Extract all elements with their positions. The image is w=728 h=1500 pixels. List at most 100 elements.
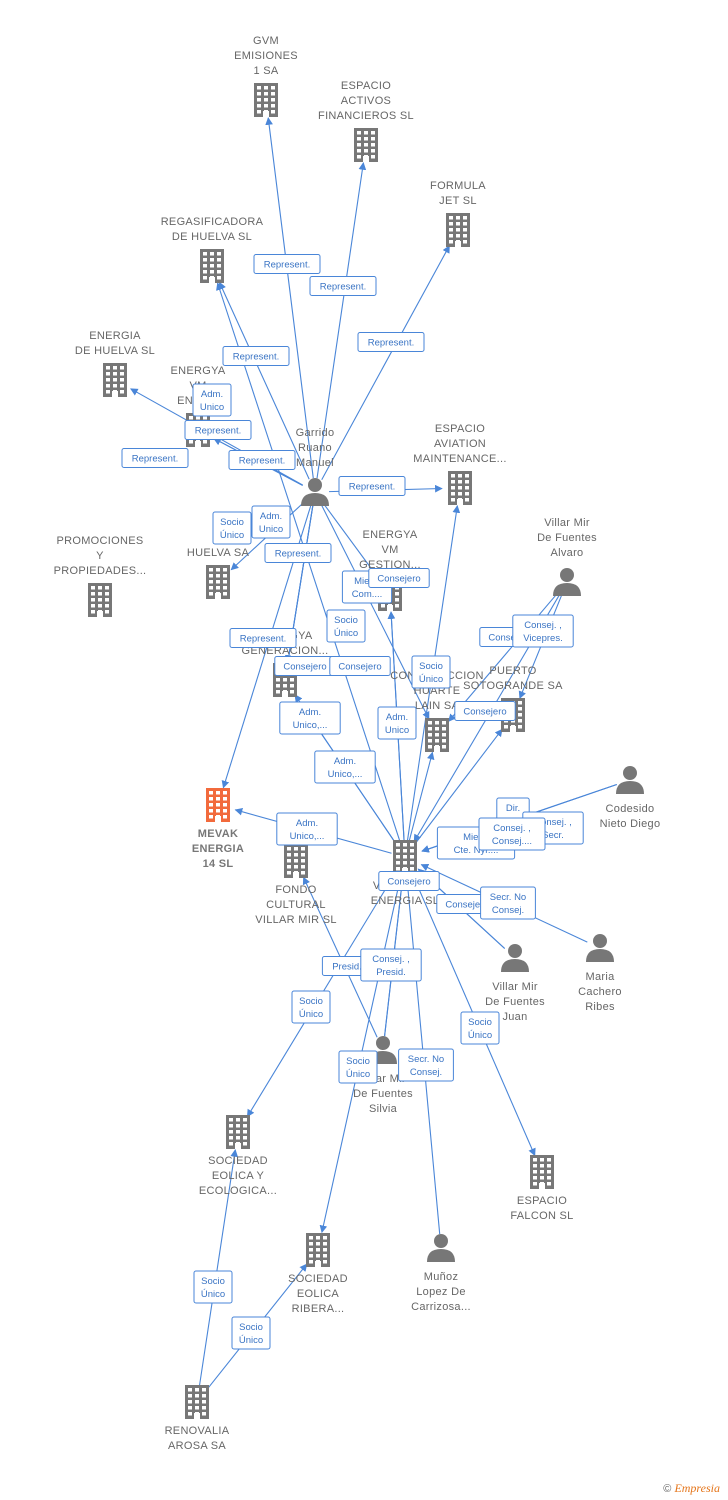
edge-label[interactable]: Consejero [274, 656, 336, 676]
edge[interactable] [413, 728, 503, 847]
node-label: De Fuentes [537, 532, 597, 544]
edge[interactable] [218, 281, 310, 480]
edge-label[interactable]: Consejero [378, 871, 440, 891]
node-label: Garrido [296, 427, 335, 439]
edge-label-text: Socio [239, 1322, 263, 1333]
edge-label[interactable]: Represent. [338, 476, 406, 496]
edge[interactable] [320, 504, 430, 720]
edge-label[interactable]: Adm.Unico,... [279, 701, 341, 735]
node-label: Nieto Diego [600, 818, 661, 830]
edge-label-text: Consejero [387, 877, 430, 888]
edge[interactable] [322, 502, 380, 581]
edge-label[interactable]: Adm.Unico [251, 505, 291, 539]
edge-label-text: Com.... [352, 589, 383, 600]
edge-label[interactable]: Consej. ,Presid. [360, 948, 422, 982]
edge-label-text: Dir. [506, 803, 520, 814]
node-label: Alvaro [551, 547, 584, 559]
brand-logo[interactable]: Empresia [674, 1481, 720, 1495]
node-promociones[interactable]: PROMOCIONESYPROPIEDADES... [54, 535, 147, 617]
edge-label-text: Represent. [233, 352, 279, 363]
edge-line [320, 504, 430, 720]
person-icon [616, 766, 644, 794]
edge[interactable] [216, 282, 402, 844]
edge-label[interactable]: Consejero [454, 701, 516, 721]
node-label: 14 SL [203, 858, 234, 870]
edge-label-text: Consej.... [492, 836, 532, 847]
edge-label[interactable]: Consejero [329, 656, 391, 676]
edge-label-text: Unico,... [293, 720, 328, 731]
edge-label-text: Consejero [338, 662, 381, 673]
edge-label-box [276, 812, 338, 846]
node-sociedad-eolica-ribera[interactable]: SOCIEDADEOLICARIBERA... [288, 1233, 348, 1315]
node-label: VILLAR MIR SL [255, 914, 337, 926]
edge-label[interactable]: Represent. [253, 254, 321, 274]
edge-label-box [264, 543, 332, 563]
node-label: DE HUELVA SL [172, 231, 252, 243]
edge[interactable] [321, 245, 450, 480]
edge-label[interactable]: Adm.Unico,... [314, 750, 376, 784]
edge[interactable] [448, 592, 559, 722]
edge-label[interactable]: Adm.Unico [192, 383, 232, 417]
edge-label[interactable]: Represent. [357, 332, 425, 352]
node-espacio-aviation[interactable]: ESPACIOAVIATIONMAINTENANCE... [413, 423, 506, 505]
edge-label[interactable]: Represent. [309, 276, 377, 296]
node-huelva-sa[interactable]: HUELVA SA [187, 547, 250, 599]
edge-label[interactable]: Represent. [121, 448, 189, 468]
edge-label[interactable]: Consej. ,Consej.... [478, 817, 546, 851]
edge-label-text: Consej. , [524, 620, 562, 631]
edge-label-box [454, 701, 516, 721]
edge-label[interactable]: Represent. [228, 450, 296, 470]
edge-label[interactable]: Consejero [368, 568, 430, 588]
edge-label[interactable]: Represent. [222, 346, 290, 366]
edge-label[interactable]: Consej. ,Vicepres. [512, 614, 574, 648]
edge-label-box [251, 505, 291, 539]
node-label: Juan [502, 1011, 527, 1023]
edge-label-box [368, 568, 430, 588]
edge-label[interactable]: Represent. [184, 420, 252, 440]
node-label: Maria [585, 971, 615, 983]
edge[interactable] [408, 751, 435, 844]
node-label: HUELVA SA [187, 547, 250, 559]
edge-label[interactable]: Adm.Unico [377, 706, 417, 740]
building-icon [88, 583, 112, 617]
edge-label-box [193, 1270, 233, 1304]
node-label: CULTURAL [266, 899, 326, 911]
edge-label[interactable]: Represent. [264, 543, 332, 563]
edge[interactable] [265, 117, 314, 479]
edge[interactable] [198, 1149, 239, 1389]
edge-label[interactable]: Adm.Unico,... [276, 812, 338, 846]
edge[interactable] [316, 162, 367, 479]
edge-label-text: Consej. [492, 905, 524, 916]
edge-label[interactable]: Represent. [229, 628, 297, 648]
edge-labels-layer: Represent. Represent. Represent. Represent.… [121, 254, 584, 1350]
node-label: PUERTO [489, 665, 536, 677]
node-label: EMISIONES [234, 50, 298, 62]
edge-label-text: Represent. [320, 282, 366, 293]
